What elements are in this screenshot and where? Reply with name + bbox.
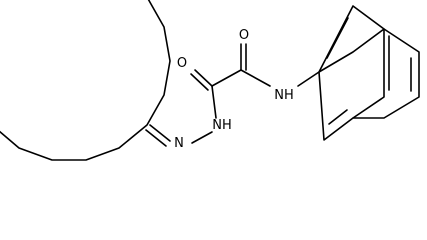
left-co-double-1 [194, 69, 213, 87]
amide-cn-bond [240, 69, 271, 87]
cn-double-bond-1 [149, 124, 171, 142]
left-co-double-2 [190, 73, 209, 91]
naphthalene-inner-double-2 [328, 109, 348, 125]
structure-diagram: N NH O O NH [0, 0, 420, 161]
atom-label-nh-amide: NH [274, 88, 294, 103]
atom-label-o-right: O [239, 28, 249, 43]
molecule-drawing: N NH O O NH [0, 0, 420, 161]
oxalyl-cc-bond [211, 69, 242, 87]
n-aryl-bond [297, 71, 320, 87]
atom-label-nh-hydrazide: NH [212, 118, 232, 133]
cyclododecane-ring [0, 0, 171, 161]
naphthalene-ring-left [318, 5, 385, 141]
atom-label-n-hydrazone: N [174, 136, 184, 151]
cn-double-bond-2 [145, 129, 167, 147]
naphthalene-ring-right [352, 28, 420, 119]
naphthalene-inner-double-1 [326, 17, 349, 59]
nh-carbonyl-bond [211, 85, 217, 119]
nn-bond [191, 131, 213, 144]
atom-label-o-left: O [177, 56, 187, 71]
